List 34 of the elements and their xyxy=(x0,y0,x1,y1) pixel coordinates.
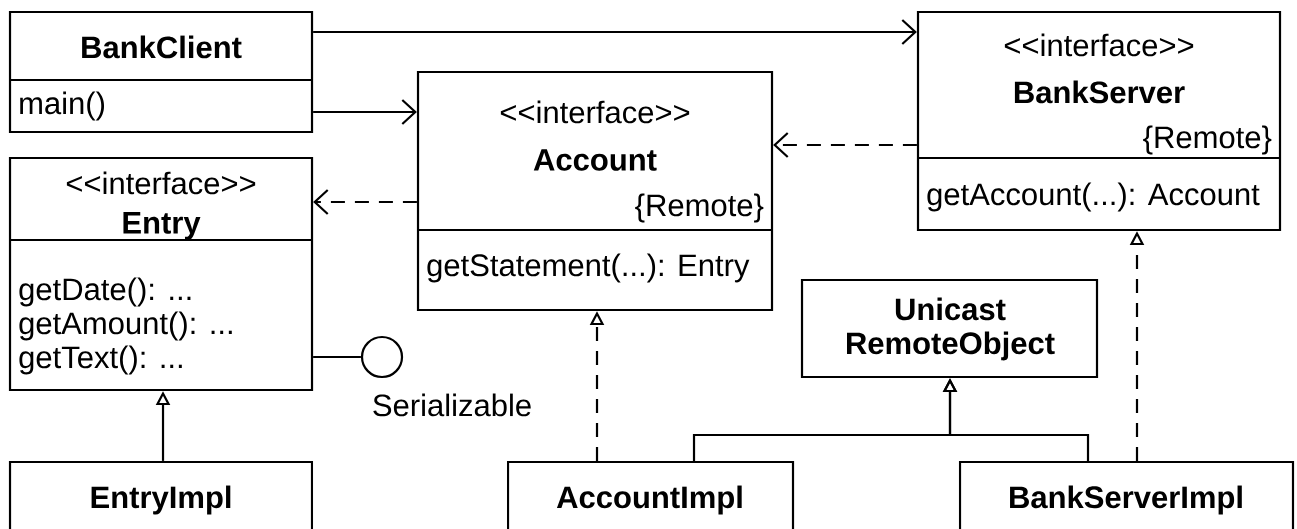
interface-box xyxy=(916,10,1282,232)
class-name: BankServerImpl xyxy=(1010,485,1242,515)
class-name: BankServer xyxy=(1014,80,1185,104)
method-text: getText(): ... xyxy=(19,345,182,375)
method-text: main() xyxy=(20,91,104,121)
class-name: EntryImpl xyxy=(91,485,231,515)
method-text: getAmount(): ... xyxy=(19,311,232,341)
arrow xyxy=(313,99,417,125)
class-name: Entry xyxy=(123,212,201,240)
class-name: BankClient xyxy=(82,35,242,59)
class-box xyxy=(800,278,1099,379)
arrow xyxy=(313,19,917,45)
class-box xyxy=(8,460,314,529)
class-name: Account xyxy=(533,149,657,171)
interface-label: Serializable xyxy=(373,393,531,417)
arrow xyxy=(313,189,417,215)
method-text: getStatement(...): Entry xyxy=(427,253,750,283)
arrow xyxy=(773,132,917,158)
property-text: {Remote} xyxy=(1143,125,1272,155)
class-box xyxy=(958,460,1295,529)
connector-line xyxy=(313,355,361,359)
stereotype-text: <<interface>> xyxy=(66,171,256,195)
class-name: Unicast RemoteObject xyxy=(847,297,1055,361)
class-box xyxy=(8,10,314,134)
interface-circle xyxy=(360,335,404,379)
interface-box xyxy=(416,70,774,312)
stereotype-text: <<interface>> xyxy=(1004,33,1194,57)
property-text: {Remote} xyxy=(635,193,764,223)
method-text: getAccount(...): Account xyxy=(927,182,1260,212)
interface-box xyxy=(8,156,314,392)
class-box xyxy=(506,460,795,529)
class-name: AccountImpl xyxy=(556,485,742,515)
stereotype-text: <<interface>> xyxy=(500,100,690,124)
method-text: getDate(): ... xyxy=(19,277,191,307)
